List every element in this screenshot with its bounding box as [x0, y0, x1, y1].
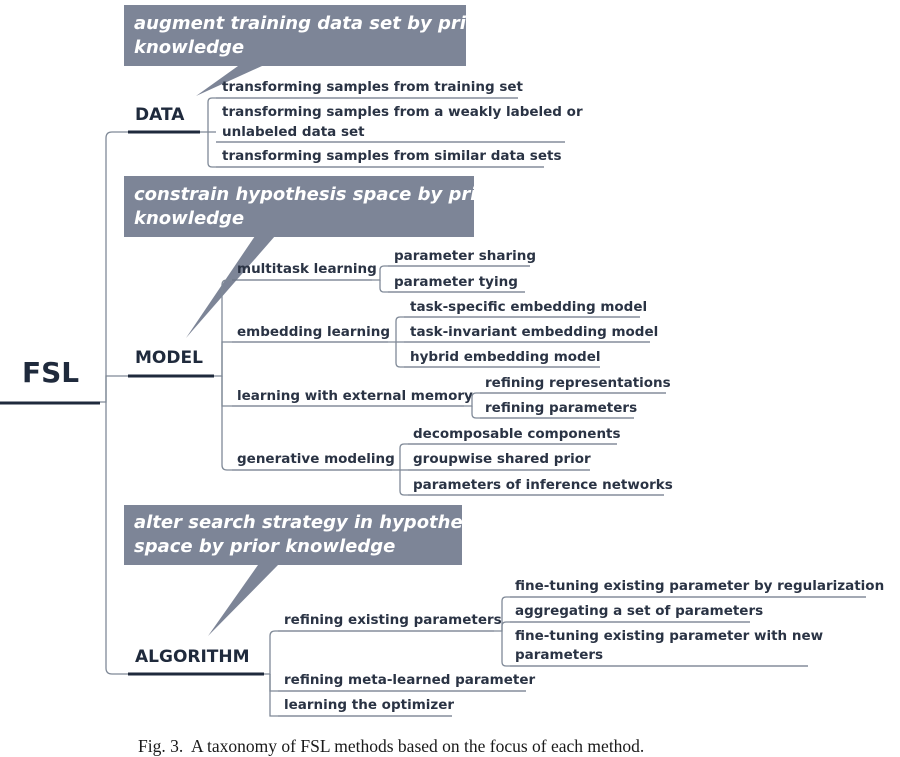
data-callout-pointer	[196, 66, 262, 96]
data-item-1: transforming samples from training set	[222, 79, 524, 95]
model-memory-item-1: refining representations	[485, 375, 671, 391]
figure-caption: Fig. 3. A taxonomy of FSL methods based …	[138, 736, 644, 756]
data-callout-box	[124, 5, 466, 66]
algorithm-group-optimizer-label: learning the optimizer	[284, 697, 454, 713]
model-label: MODEL	[135, 348, 203, 368]
model-embedding-item-2: task-invariant embedding model	[410, 324, 658, 340]
algorithm-refining-item-2: aggregating a set of parameters	[515, 603, 763, 619]
algorithm-label: ALGORITHM	[135, 647, 250, 667]
data-item-3: transforming samples from similar data s…	[222, 148, 561, 164]
root-node: FSL	[0, 356, 100, 405]
algorithm-group-meta-label: refining meta-learned parameter	[284, 672, 535, 688]
model-callout-pointer	[186, 236, 275, 338]
algorithm-callout-box	[124, 505, 462, 565]
data-item-2-line-1: transforming samples from a weakly label…	[222, 104, 583, 120]
root-connectors	[100, 131, 128, 675]
algorithm-refining-item-3-line-2: parameters	[515, 647, 603, 663]
model-callout-line-2: knowledge	[134, 208, 244, 229]
data-callout-line-1: augment training data set by prior	[134, 13, 488, 34]
model-callout-box	[124, 176, 474, 237]
model-multitask-item-1: parameter sharing	[394, 248, 536, 264]
category-data: augment training data set by prior knowl…	[124, 5, 583, 168]
model-generative-item-2: groupwise shared prior	[413, 451, 591, 467]
algorithm-callout-pointer	[208, 565, 278, 636]
root-label: FSL	[22, 356, 79, 389]
model-multitask-item-2: parameter tying	[394, 274, 518, 290]
model-group-embedding-label: embedding learning	[237, 324, 390, 340]
model-embedding-item-3: hybrid embedding model	[410, 349, 600, 365]
category-algorithm: alter search strategy in hypothesis spac…	[124, 505, 884, 717]
model-embedding-item-1: task-specific embedding model	[410, 299, 647, 315]
model-memory-item-2: refining parameters	[485, 400, 637, 416]
model-generative-item-3: parameters of inference networks	[413, 477, 673, 493]
model-callout-line-1: constrain hypothesis space by prior	[134, 184, 499, 205]
category-model: constrain hypothesis space by prior know…	[124, 176, 673, 496]
algorithm-refining-item-1: fine-tuning existing parameter by regula…	[515, 578, 884, 594]
data-callout-line-2: knowledge	[134, 37, 244, 58]
data-item-2-line-2: unlabeled data set	[222, 124, 365, 140]
model-group-memory-label: learning with external memory	[237, 388, 473, 404]
algorithm-callout-line-1: alter search strategy in hypothesis	[134, 512, 491, 533]
data-label: DATA	[135, 105, 185, 125]
algorithm-refining-item-3-line-1: fine-tuning existing parameter with new	[515, 628, 823, 644]
model-group-multitask-label: multitask learning	[237, 261, 377, 277]
model-generative-item-1: decomposable components	[413, 426, 621, 442]
model-group-generative-label: generative modeling	[237, 451, 395, 467]
algorithm-callout-line-2: space by prior knowledge	[134, 536, 395, 557]
algorithm-group-refining-label: refining existing parameters	[284, 612, 502, 628]
